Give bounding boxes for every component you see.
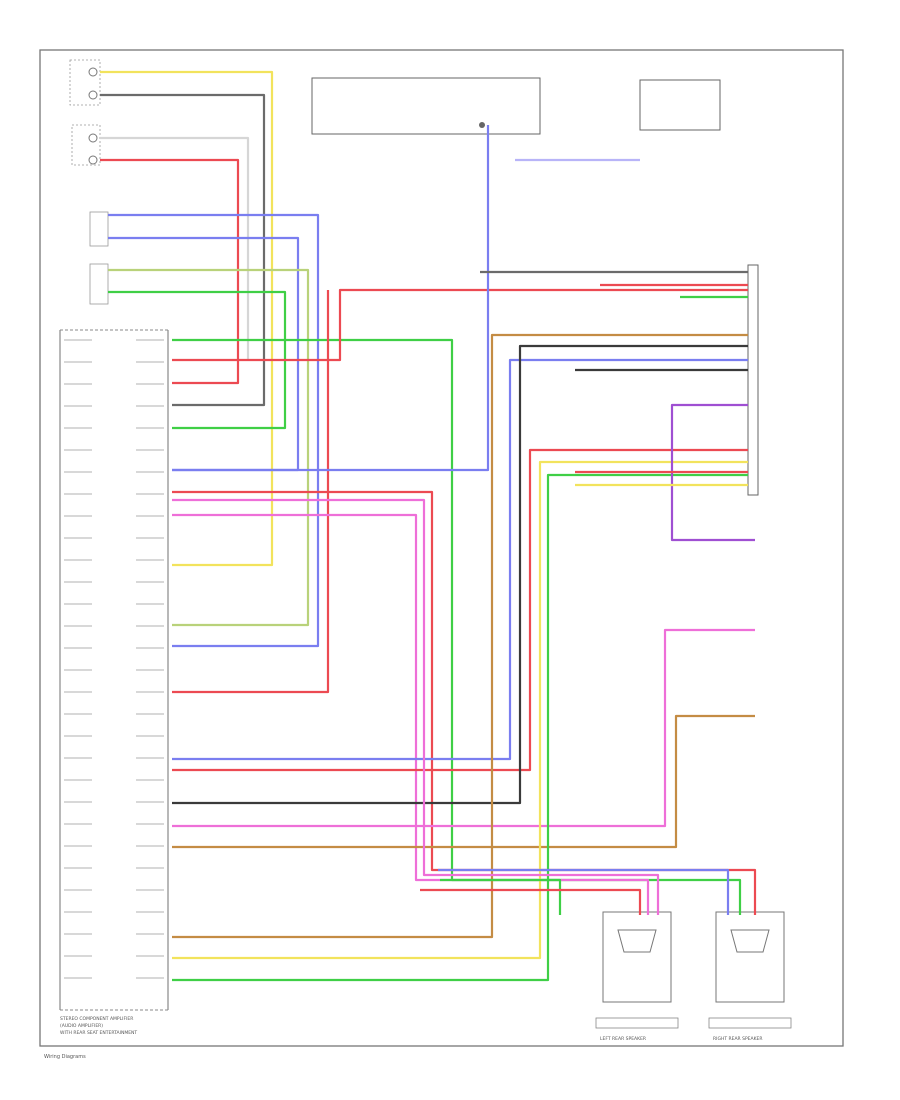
module-title: STEREO COMPONENT AMPLIFIER xyxy=(60,1016,133,1022)
wire-ylg-6 xyxy=(108,268,310,627)
module-note: WITH REAR SEAT ENTERTAINMENT xyxy=(60,1030,137,1036)
wire-grn-21 xyxy=(172,473,748,982)
wires xyxy=(100,70,757,982)
left-rear-speaker: LEFT REAR SPEAKER xyxy=(595,911,679,1042)
wire-red-3 xyxy=(100,158,240,385)
wire-brn-18 xyxy=(172,714,755,849)
wire-red-9 xyxy=(172,288,748,362)
wire-blu-4 xyxy=(108,213,320,648)
right-rear-speaker: RIGHT REAR SPEAKER xyxy=(708,911,792,1042)
module-subtitle: (AUDIO AMPLIFIER) xyxy=(60,1023,103,1029)
wire-pnk-17 xyxy=(172,628,755,828)
wire-red-32 xyxy=(420,888,642,915)
wire-red-15 xyxy=(172,448,748,772)
left-speaker-label: LEFT REAR SPEAKER xyxy=(600,1036,646,1042)
wire-pnk-22 xyxy=(172,498,660,915)
wire-blu-5 xyxy=(108,236,300,472)
right-connector xyxy=(747,264,759,496)
wire-blu-14 xyxy=(172,358,748,761)
wire-grn-31 xyxy=(440,878,562,915)
wire-pnk-13 xyxy=(172,513,650,915)
wire-brn-19 xyxy=(172,333,748,939)
wire-yel-0 xyxy=(100,70,274,567)
top-left-switches xyxy=(69,59,109,305)
wire-blk-16 xyxy=(172,344,748,805)
wire-wht-2 xyxy=(100,136,250,360)
amplifier-pin-rows xyxy=(64,339,164,979)
wire-blu-33 xyxy=(438,868,730,915)
wire-gry-1 xyxy=(100,93,266,407)
amplifier-module: STEREO COMPONENT AMPLIFIER (AUDIO AMPLIF… xyxy=(59,329,169,1036)
wire-yel-20 xyxy=(172,460,748,960)
radio-receiver-box xyxy=(311,77,721,135)
wire-blu-11 xyxy=(172,125,490,472)
diagram-border xyxy=(39,49,844,1047)
wire-grn-8 xyxy=(172,338,742,915)
diagram-footer: Wiring Diagrams xyxy=(44,1054,86,1060)
right-speaker-label: RIGHT REAR SPEAKER xyxy=(713,1036,763,1042)
wire-red-10 xyxy=(172,290,330,694)
wire-red-12 xyxy=(172,490,757,915)
